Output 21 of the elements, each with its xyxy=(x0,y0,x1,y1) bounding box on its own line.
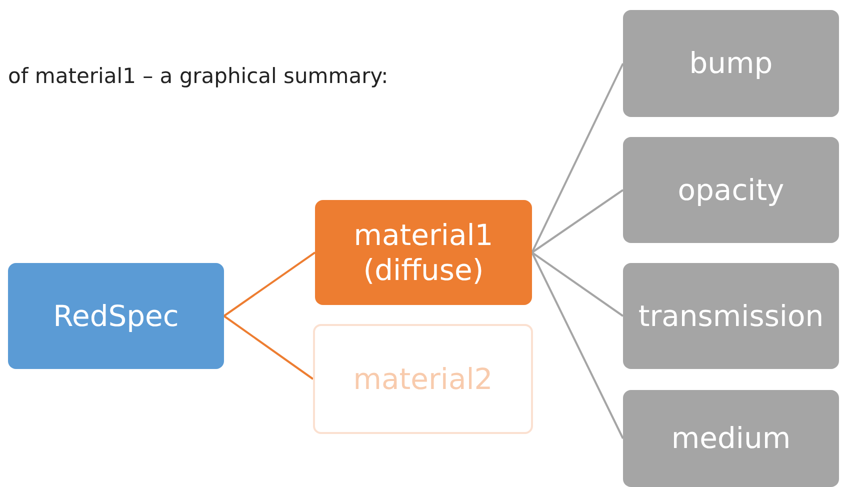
connector-line xyxy=(531,63,624,253)
connector-line xyxy=(531,252,624,439)
process-box xyxy=(8,263,224,369)
connector-line xyxy=(223,315,314,380)
node-label: RedSpec xyxy=(53,298,179,334)
process-box xyxy=(623,10,839,117)
node-label: medium xyxy=(671,421,791,456)
process-box xyxy=(623,263,839,369)
node-label: opacity xyxy=(678,172,784,208)
process-box xyxy=(313,324,533,434)
process-box xyxy=(623,390,839,487)
heading-text: of material1 – a graphical summary: xyxy=(8,64,388,88)
connector-line xyxy=(531,189,624,254)
process-box xyxy=(623,137,839,243)
connector-line xyxy=(223,252,316,317)
node-label: material1 (diffuse) xyxy=(352,218,494,288)
node-label: bump xyxy=(689,46,773,81)
node-label: transmission xyxy=(638,298,824,334)
process-box xyxy=(315,200,532,305)
node-label: material2 xyxy=(353,362,493,396)
connector-line xyxy=(531,252,624,317)
